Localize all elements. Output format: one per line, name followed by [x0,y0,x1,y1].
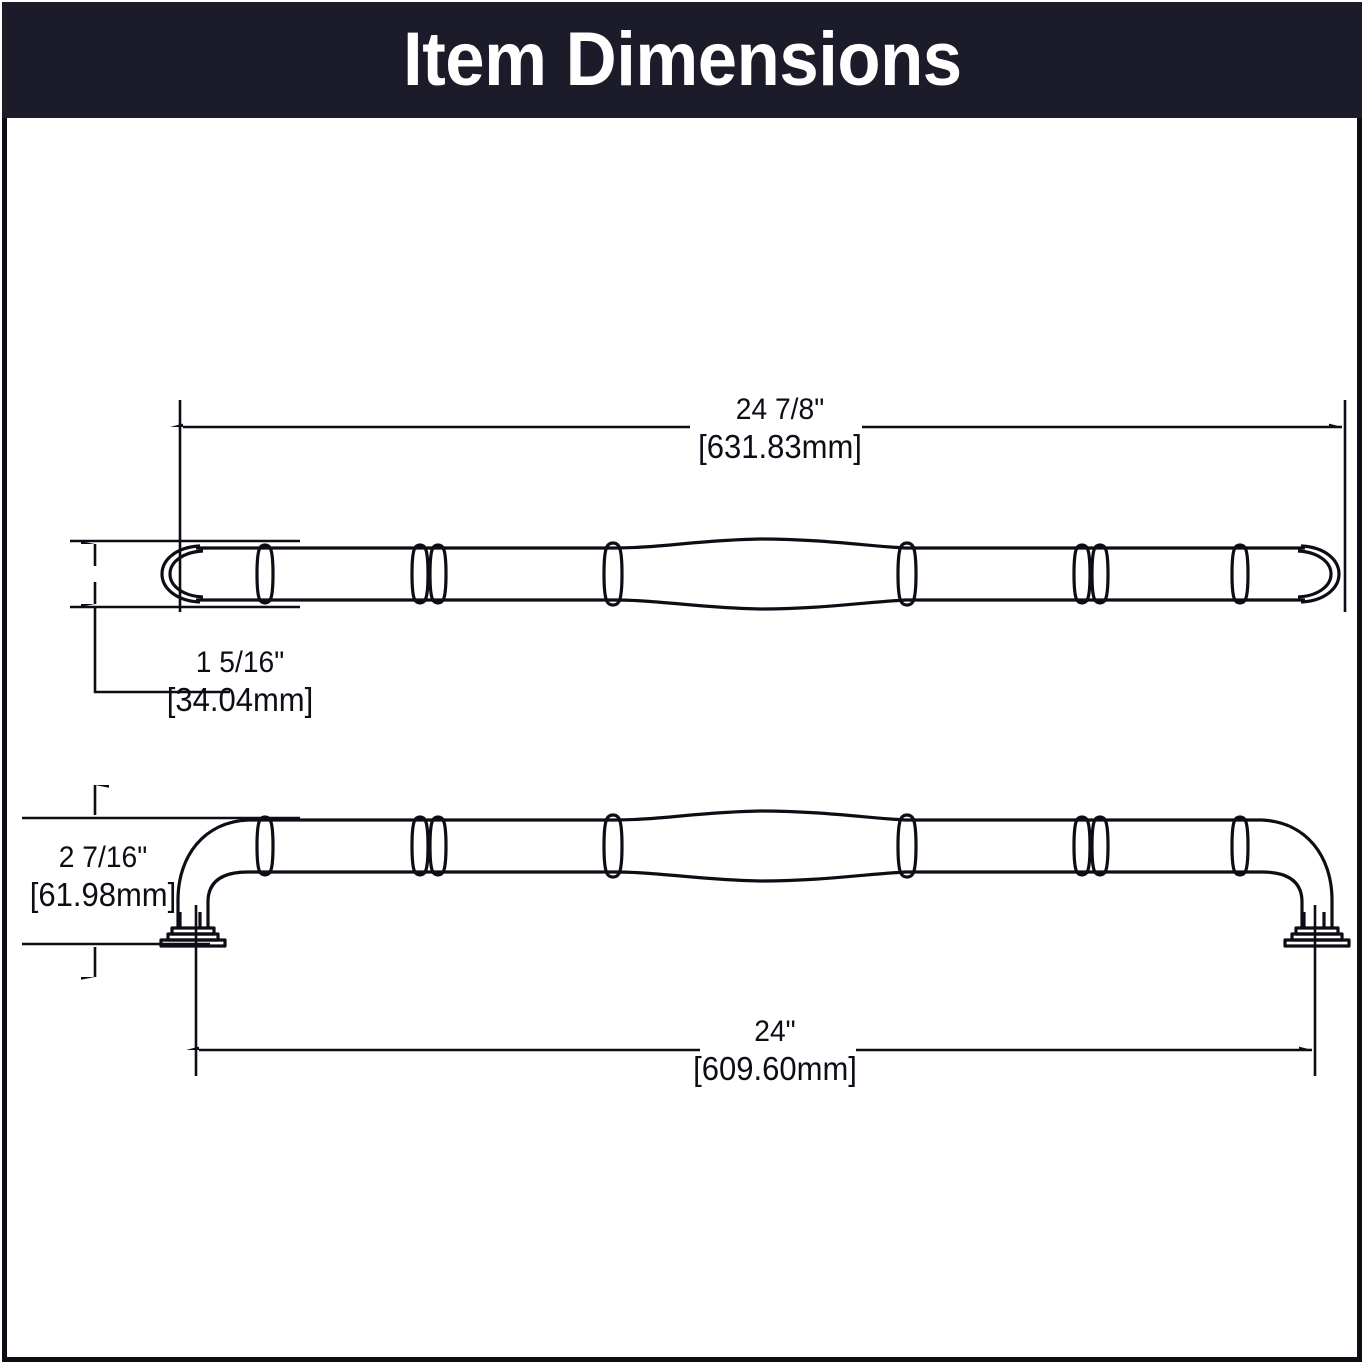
overall-length-inches: 24 7/8" [735,393,825,426]
overall-length-mm: [631.83mm] [698,428,862,465]
projection-dimension [70,539,300,694]
standoff-height-inches: 2 7/16" [58,841,148,874]
top-view-ring-1 [255,543,275,605]
top-view-left-end-cap [160,544,201,604]
leader-projection [93,607,230,694]
side-view-outer-profile [176,809,1334,928]
side-view-ring-1 [255,815,275,877]
handle-side-view [159,809,1351,948]
top-view-right-end-cap [1300,544,1341,604]
side-view-right-foot [1283,912,1351,948]
side-view-ring-3 [602,813,624,879]
side-view-ring-5a [1072,815,1092,877]
standoff-height-dimension [22,782,300,980]
side-view-left-foot [159,912,227,948]
top-view-ring-2b [428,543,448,605]
side-view-inner-profile [206,870,1304,928]
center-to-center-inches: 24" [754,1015,796,1048]
drawing-geometry [22,400,1351,1076]
standoff-height-label: 2 7/16" [61.98mm] [8,840,198,914]
top-view-right-end-cap-inner [1297,549,1333,599]
projection-label: 1 5/16" [34.04mm] [140,645,340,719]
top-view-ring-5a [1072,543,1092,605]
center-to-center-mm: [609.60mm] [693,1050,857,1087]
side-view-ring-6 [1230,815,1250,877]
page-title: Item Dimensions [402,17,962,102]
handle-top-view [160,537,1341,611]
side-view-ring-2a [410,815,430,877]
header-bar: Item Dimensions [2,2,1362,118]
side-view-ring-4 [896,813,918,879]
projection-inches: 1 5/16" [195,646,285,679]
top-view-lower-profile [196,598,1305,611]
top-view-upper-profile [196,537,1305,550]
side-view-ring-5b [1090,815,1110,877]
center-to-center-label: 24" [609.60mm] [650,1014,900,1088]
top-view-left-end-cap-inner [168,549,204,599]
top-view-ring-4 [896,541,918,607]
side-view-ring-2b [428,815,448,877]
overall-length-label: 24 7/8" [631.83mm] [660,392,900,466]
top-view-ring-3 [602,541,624,607]
projection-mm: [34.04mm] [166,681,314,718]
standoff-height-mm: [61.98mm] [29,876,177,913]
top-view-ring-6 [1230,543,1250,605]
top-view-ring-5b [1090,543,1110,605]
overall-length-dimension [170,400,1347,612]
top-view-ring-2a [410,543,430,605]
center-to-center-dimension [186,905,1317,1076]
